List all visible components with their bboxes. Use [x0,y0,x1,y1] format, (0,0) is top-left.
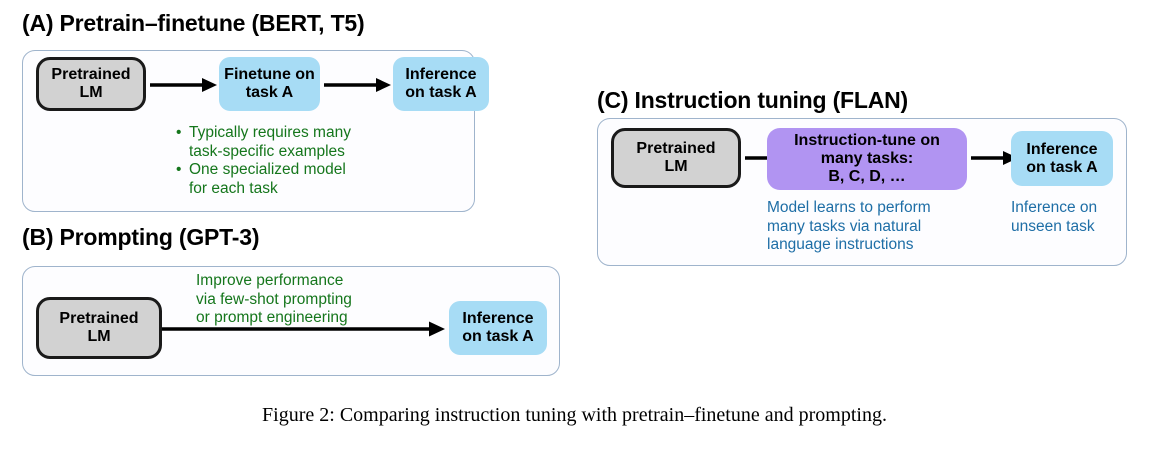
node-pretrained-lm-c: Pretrained LM [611,128,741,188]
node-pretrained-lm-a: Pretrained LM [36,57,146,111]
panel-a-bullet-item: One specialized model for each task [176,161,436,198]
node-inference-task-a-a: Inference on task A [393,57,489,111]
panel-a-title: (A) Pretrain–finetune (BERT, T5) [22,10,365,36]
panel-c-title: (C) Instruction tuning (FLAN) [597,87,909,113]
node-instruction-tune-many-tasks: Instruction-tune on many tasks: B, C, D,… [767,128,967,190]
note-improve-performance: Improve performance via few-shot prompti… [196,272,352,327]
arrow-c-instruction-tune-to-inference [971,148,1019,168]
figure-caption: Figure 2: Comparing instruction tuning w… [262,404,887,426]
panel-b-title: (B) Prompting (GPT-3) [22,224,260,250]
panel-a-bullet-item: Typically requires many task-specific ex… [176,124,436,161]
node-inference-task-a-c: Inference on task A [1011,131,1113,186]
panel-a-bullet-list: Typically requires many task-specific ex… [176,124,436,198]
node-finetune-task-a: Finetune on task A [219,57,320,111]
node-inference-task-a-b: Inference on task A [449,301,547,355]
arrow-b-pretrained-to-inference [162,319,446,339]
note-model-learns: Model learns to perform many tasks via n… [767,199,931,254]
node-pretrained-lm-b: Pretrained LM [36,297,162,359]
arrow-a-finetune-to-inference [324,75,392,95]
note-inference-unseen-task: Inference on unseen task [1011,199,1098,235]
arrow-a-pretrained-to-finetune [150,75,218,95]
